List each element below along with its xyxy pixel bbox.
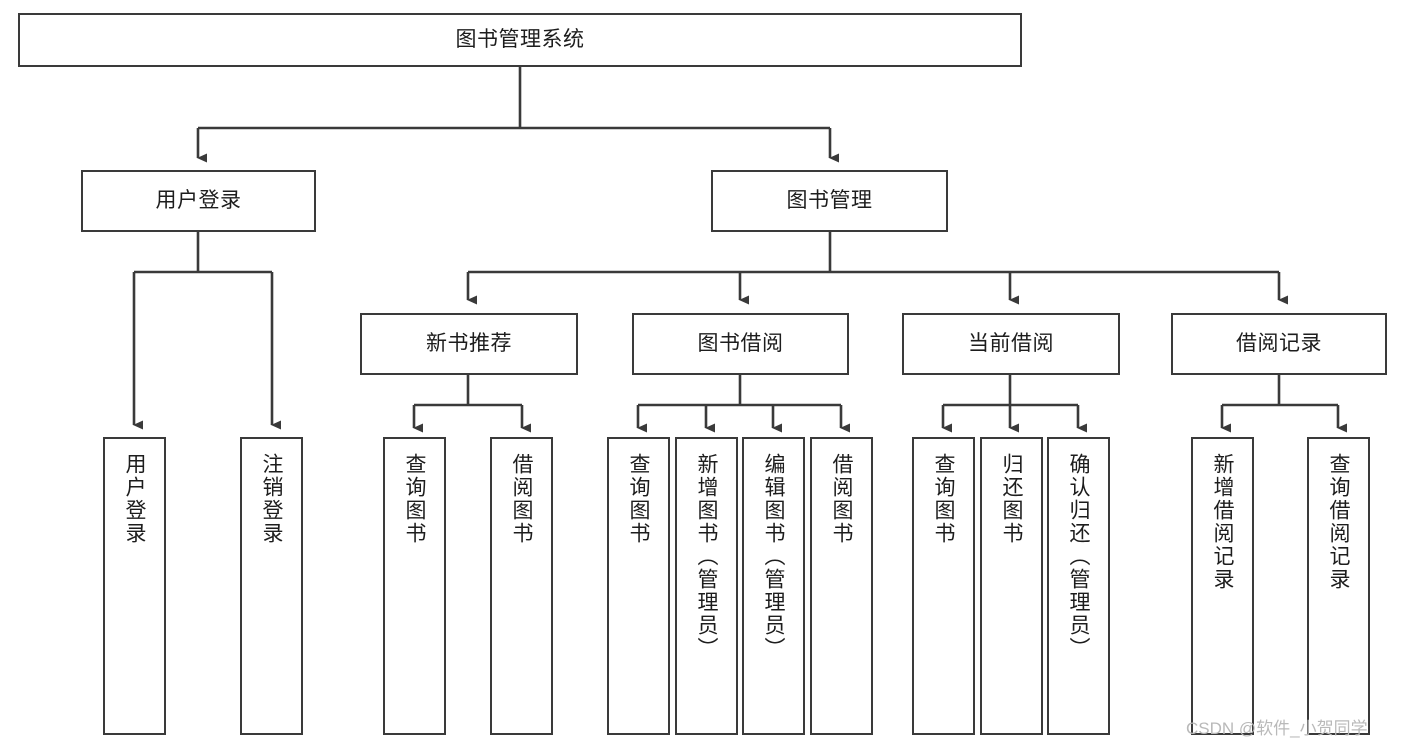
node-leaf-query-book-3[interactable]: 查询图书 (912, 437, 975, 735)
node-label: 查询图书 (932, 453, 956, 545)
node-label: 确认归还（管理员） (1067, 453, 1091, 660)
node-leaf-query-book-1[interactable]: 查询图书 (383, 437, 446, 735)
node-label: 借阅图书 (510, 453, 534, 545)
node-leaf-add-book[interactable]: 新增图书（管理员） (675, 437, 738, 735)
node-leaf-borrow-book-1[interactable]: 借阅图书 (490, 437, 553, 735)
node-label: 图书管理 (786, 188, 873, 212)
node-label: 新书推荐 (426, 331, 512, 355)
node-leaf-add-record[interactable]: 新增借阅记录 (1191, 437, 1254, 735)
node-leaf-edit-book[interactable]: 编辑图书（管理员） (742, 437, 805, 735)
node-label: 查询借阅记录 (1327, 453, 1351, 591)
node-leaf-query-record[interactable]: 查询借阅记录 (1307, 437, 1370, 735)
node-leaf-borrow-book-2[interactable]: 借阅图书 (810, 437, 873, 735)
node-label: 用户登录 (123, 453, 147, 545)
node-label: 新增图书（管理员） (695, 453, 719, 660)
node-leaf-user-login[interactable]: 用户登录 (103, 437, 166, 735)
node-label: 注销登录 (260, 453, 284, 545)
node-user-login[interactable]: 用户登录 (81, 170, 316, 232)
node-label: 借阅图书 (830, 453, 854, 545)
node-label: 新增借阅记录 (1211, 453, 1235, 591)
node-label: 归还图书 (1000, 453, 1024, 545)
node-label: 图书借阅 (697, 331, 784, 355)
node-label: 查询图书 (627, 453, 651, 545)
node-label: 编辑图书（管理员） (762, 453, 786, 660)
node-root-system[interactable]: 图书管理系统 (18, 13, 1022, 67)
node-label: 查询图书 (403, 453, 427, 545)
node-leaf-return-book[interactable]: 归还图书 (980, 437, 1043, 735)
node-book-manage[interactable]: 图书管理 (711, 170, 948, 232)
node-leaf-query-book-2[interactable]: 查询图书 (607, 437, 670, 735)
node-label: 当前借阅 (968, 331, 1054, 355)
node-leaf-confirm-return[interactable]: 确认归还（管理员） (1047, 437, 1110, 735)
node-current-borrow[interactable]: 当前借阅 (902, 313, 1120, 375)
node-borrow-record[interactable]: 借阅记录 (1171, 313, 1387, 375)
node-new-book-recommend[interactable]: 新书推荐 (360, 313, 578, 375)
node-leaf-user-logout[interactable]: 注销登录 (240, 437, 303, 735)
node-label: 图书管理系统 (455, 27, 585, 51)
node-label: 借阅记录 (1236, 331, 1322, 355)
node-label: 用户登录 (155, 188, 242, 212)
node-book-borrow[interactable]: 图书借阅 (632, 313, 849, 375)
